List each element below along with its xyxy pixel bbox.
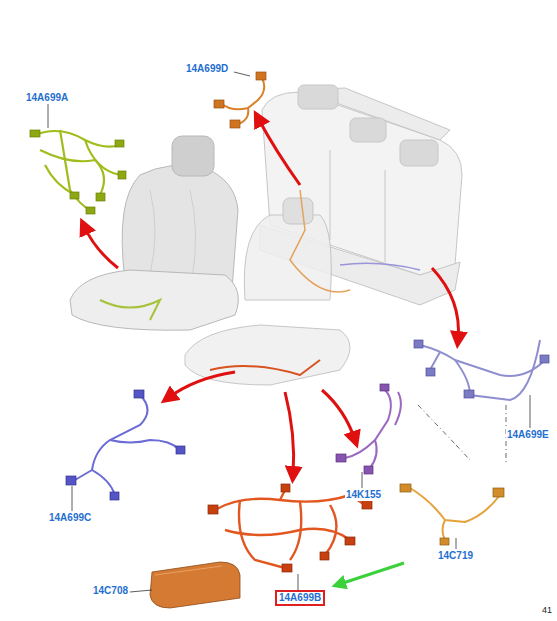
part-number: 14A699A — [25, 92, 69, 104]
part-number: 14A699E — [506, 429, 550, 441]
part-number: 14K155 — [345, 489, 382, 501]
page-number: 41 — [541, 604, 553, 616]
highlight-box: 14A699B — [275, 590, 325, 606]
part-number: 14A699D — [185, 63, 229, 75]
part-number: 14A699C — [48, 512, 92, 524]
part-number: 14A699B — [279, 592, 321, 604]
part-number: 14C719 — [437, 550, 474, 562]
part-number: 14C708 — [92, 585, 129, 597]
